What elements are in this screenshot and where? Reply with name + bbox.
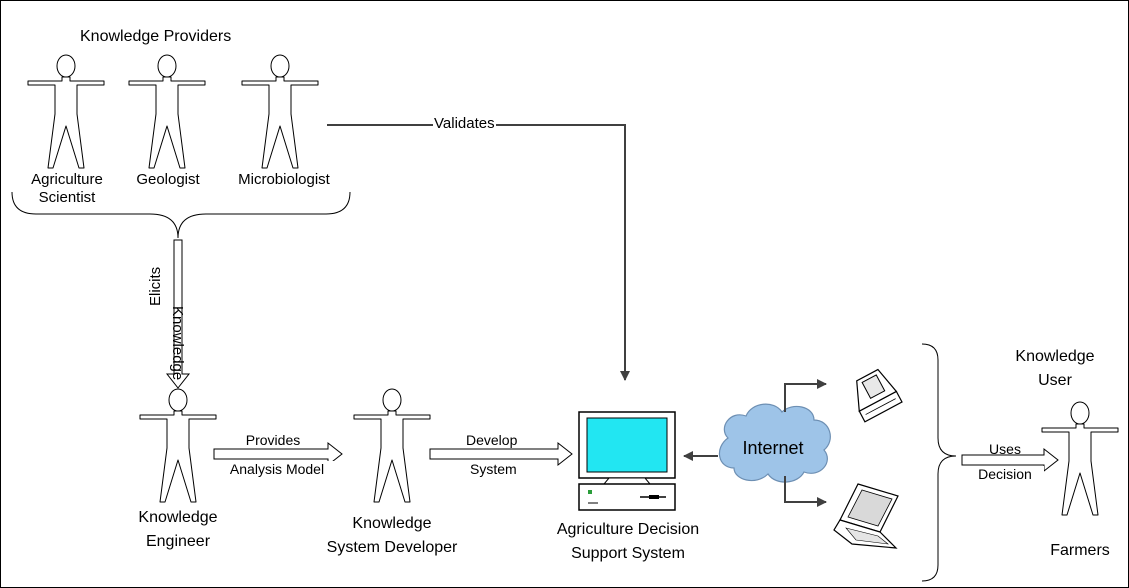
internet-to-phone-arrow	[784, 379, 827, 412]
knowledge-user-title-2: User	[1038, 372, 1072, 389]
knowledge-engineer-label-1: Knowledge	[138, 509, 218, 526]
actor-geologist-icon	[128, 54, 206, 169]
laptop-icon	[833, 483, 899, 549]
actor-knowledge-system-developer-icon	[353, 388, 431, 503]
decision-label: Decision	[966, 466, 1044, 483]
knowledge-user-title-1: Knowledge	[1015, 348, 1095, 365]
agriculture-decision-support-label-1: Agriculture Decision	[556, 521, 700, 538]
validates-arrow	[327, 124, 630, 381]
elicits-label: Elicits	[147, 266, 164, 306]
mobile-phone-icon	[856, 368, 903, 423]
providers-brace	[11, 191, 351, 239]
user-brace	[921, 343, 957, 582]
knowledge-system-developer-label-1: Knowledge	[352, 515, 432, 532]
microbiologist-label: Microbiologist	[238, 171, 330, 188]
farmers-label: Farmers	[1050, 542, 1110, 559]
uses-decision-arrow	[961, 447, 1059, 473]
system-flow-label: System	[470, 461, 517, 477]
computer-icon	[578, 411, 676, 511]
agriculture-decision-support-label-2: Support System	[571, 545, 685, 562]
provides-analysis-arrow	[213, 441, 343, 467]
geologist-label: Geologist	[136, 171, 200, 188]
elicits-knowledge-arrow	[165, 239, 191, 389]
knowledge-system-developer-label-2: System Developer	[326, 539, 458, 556]
validates-label: Validates	[433, 115, 496, 133]
internet-label: Internet	[742, 438, 804, 458]
develop-label: Develop	[466, 432, 518, 448]
internet-cloud-icon	[718, 403, 831, 483]
actor-microbiologist-icon	[241, 54, 319, 169]
agriculture-scientist-label-2: Scientist	[38, 189, 96, 206]
develop-system-arrow	[429, 441, 573, 467]
actor-agriculture-scientist-icon	[27, 54, 105, 169]
knowledge-flow-label: Knowledge	[169, 306, 186, 381]
providers-group-title: Knowledge Providers	[80, 28, 232, 45]
knowledge-engineer-label-2: Engineer	[145, 533, 211, 550]
agriculture-scientist-label-1: Agriculture	[31, 171, 103, 188]
actor-knowledge-engineer-icon	[139, 388, 217, 503]
uses-label: Uses	[989, 441, 1021, 457]
analysis-model-label: Analysis Model	[214, 461, 340, 478]
internet-to-laptop-arrow	[784, 476, 827, 507]
provides-label: Provides	[245, 432, 301, 448]
